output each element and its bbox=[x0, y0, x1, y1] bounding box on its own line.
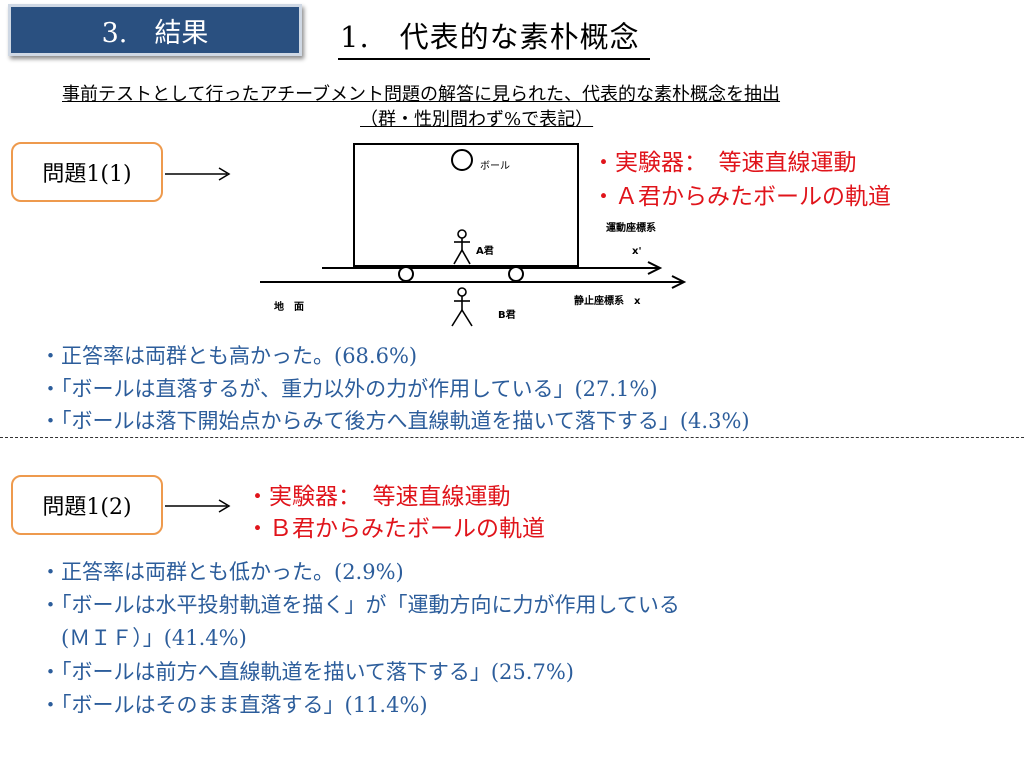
problem-1-1-result-2: ・「ボールは直落するが、重力以外の力が作用している」(27.1%) bbox=[40, 377, 658, 401]
moving-frame-label: 運動座標系 bbox=[606, 221, 656, 234]
physics-diagram: ボール A君 運動座標系 x' 地 面 静止座標系 x B君 bbox=[260, 143, 687, 327]
problem-1-1-result-3: ・「ボールは落下開始点からみて後方へ直線軌道を描いて落下する」(4.3%) bbox=[40, 409, 750, 433]
section-divider bbox=[0, 437, 1024, 438]
person-a-label: A君 bbox=[476, 245, 494, 257]
problem-1-2-note-2: ・Ｂ君からみたボールの軌道 bbox=[246, 516, 545, 542]
moving-axis-label: x' bbox=[632, 246, 642, 257]
problem-1-2-result-1: ・正答率は両群とも低かった。(2.9%) bbox=[40, 560, 404, 584]
problem-1-2-note-1: ・実験器： 等速直線運動 bbox=[246, 484, 511, 510]
problem-1-2-result-4: ・「ボールはそのまま直落する」(11.4%) bbox=[40, 693, 428, 717]
section-tab: 3. 結果 bbox=[8, 4, 302, 56]
problem-1-2-arrow-icon bbox=[165, 499, 231, 513]
subtitle-line-2: （群・性別問わず%で表記） bbox=[360, 109, 594, 130]
problem-1-2-result-3: ・「ボールは前方へ直線軌道を描いて落下する」(25.7%) bbox=[40, 660, 574, 684]
rest-frame-label: 静止座標系 x bbox=[574, 294, 641, 307]
problem-1-1-note-1: ・実験器： 等速直線運動 bbox=[592, 150, 857, 176]
problem-1-2-result-2-cont: (ＭＩＦ）」(41.4%) bbox=[40, 626, 247, 650]
problem-1-1-arrow-icon bbox=[165, 167, 231, 181]
section-label: 3. 結果 bbox=[101, 17, 209, 49]
problem-1-2-box: 問題1(2) bbox=[11, 475, 163, 535]
subtitle-line-1: 事前テストとして行ったアチーブメント問題の解答に見られた、代表的な素朴概念を抽出 bbox=[62, 84, 781, 105]
problem-1-1-result-1: ・正答率は両群とも高かった。(68.6%) bbox=[40, 344, 418, 368]
ball-label: ボール bbox=[480, 160, 510, 172]
ground-label: 地 面 bbox=[274, 300, 304, 313]
person-b-label: B君 bbox=[498, 309, 516, 321]
problem-1-1-note-2: ・Ａ君からみたボールの軌道 bbox=[592, 184, 891, 210]
ball-icon bbox=[451, 149, 473, 171]
slide-title: 1. 代表的な素朴概念 bbox=[338, 14, 650, 60]
person-b-icon bbox=[451, 287, 473, 327]
problem-1-2-label: 問題1(2) bbox=[42, 495, 132, 520]
wheel-right-icon bbox=[508, 266, 524, 282]
cart-box bbox=[353, 143, 579, 267]
problem-1-2-result-2: ・「ボールは水平投射軌道を描く」が「運動方向に力が作用している bbox=[40, 593, 680, 617]
problem-1-1-label: 問題1(1) bbox=[42, 162, 132, 187]
problem-1-1-box: 問題1(1) bbox=[11, 142, 163, 202]
person-a-icon bbox=[453, 229, 471, 265]
wheel-left-icon bbox=[398, 266, 414, 282]
